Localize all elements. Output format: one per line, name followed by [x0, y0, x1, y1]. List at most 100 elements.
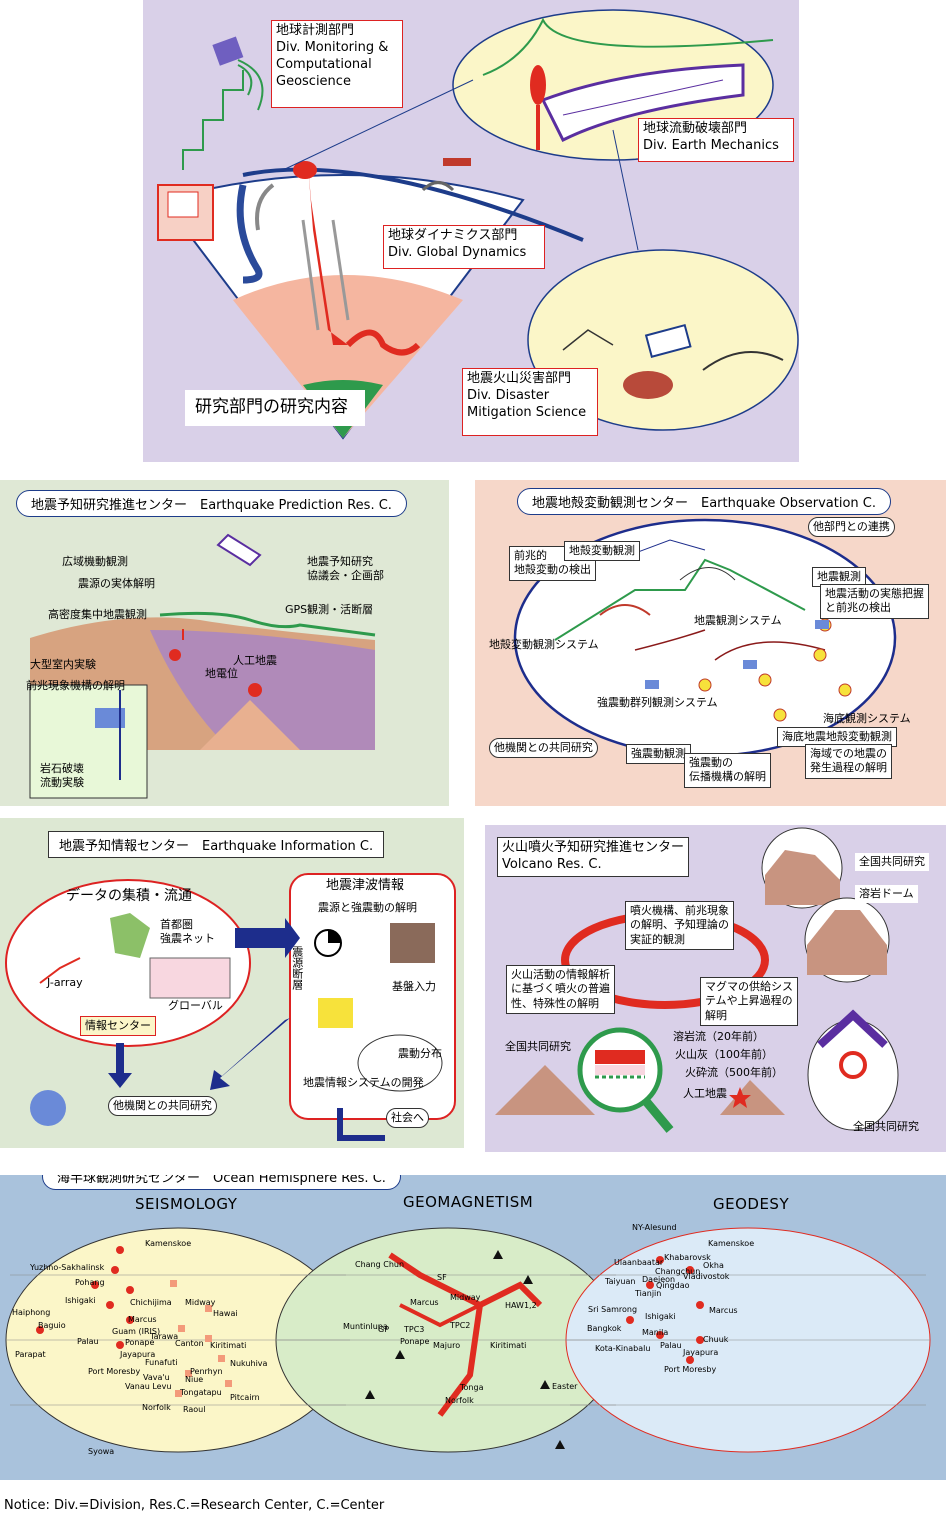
majuro-label: Majuro: [433, 1341, 461, 1350]
tsunami-heading: 地震津波情報: [326, 878, 405, 893]
seismic-activity-label: 地震活動の実態把握 と前兆の検出: [820, 584, 929, 619]
chichijima-label: Chichijima: [130, 1298, 172, 1307]
sri-samrong-label: Sri Samrong: [588, 1305, 638, 1314]
disaster-division-label: 地震火山災害部門 Div. Disaster Mitigation Scienc…: [462, 368, 598, 436]
observation-illustration: [513, 518, 897, 758]
easter-label: Easter: [552, 1382, 578, 1391]
chuuk-label: Chuuk: [703, 1335, 729, 1344]
marcus2-label: Marcus: [709, 1306, 738, 1315]
jayapura2-label: Jayapura: [683, 1348, 719, 1357]
jarray-label: J-array: [47, 976, 83, 989]
guam-label: Guam (IRIS): [112, 1327, 161, 1336]
ishigaki-label: Ishigaki: [65, 1296, 96, 1305]
port-moresby-label: Port Moresby: [88, 1367, 141, 1376]
ocean-maps: [5, 1227, 931, 1453]
dome-label: 溶岩ドーム: [855, 885, 918, 904]
gps-label: GPS観測・活断層: [285, 603, 374, 616]
nukuhiva-label: Nukuhiva: [230, 1359, 268, 1368]
tianjin-label: Tianjin: [635, 1289, 662, 1298]
ocean-obs-system-label: 海底観測システム: [823, 712, 911, 725]
prediction-illustration: [29, 533, 376, 799]
geodesy-map-title: GEODESY: [713, 1195, 790, 1213]
ponape2-label: Ponape: [400, 1337, 430, 1346]
volcano-illustration: [495, 827, 899, 1133]
joint3-label: 全国共同研究: [853, 1120, 919, 1133]
kiritimati2-label: Kiritimati: [490, 1341, 527, 1350]
precursor-deformation-label: 前兆的 地殻変動の検出: [509, 546, 596, 581]
tarawa-label: Tarawa: [150, 1332, 179, 1341]
haw-label: HAW1,2: [505, 1301, 537, 1310]
wide-mobile-obs-label: 広域機動観測: [62, 555, 128, 568]
seismology-map-title: SEISMOLOGY: [135, 1195, 238, 1213]
ash-label: 火山灰（100年前）: [675, 1048, 773, 1061]
prediction-title: 地震予知研究推進センター Earthquake Prediction Res. …: [16, 490, 407, 517]
strong-motion-propagation-label: 強震動の 伝播機構の解明: [684, 753, 771, 788]
geomag-sf-label: SF: [437, 1273, 447, 1282]
artificial-quake-label: 人工地震: [683, 1087, 727, 1100]
joint-label: 他機関との共同研究: [108, 1096, 217, 1117]
joint1-label: 全国共同研究: [855, 853, 929, 872]
seismic-system-label: 地震観測システム: [694, 614, 782, 627]
funafuti-label: Funafuti: [145, 1358, 178, 1367]
vladivostok-label: Vladivostok: [683, 1272, 730, 1281]
observation-center-panel: 地震地殻変動観測センター Earthquake Observation C. 他…: [475, 480, 946, 806]
system-label: 地震情報システムの開発: [303, 1076, 424, 1089]
research-division-panel: 地球計測部門 Div. Monitoring & Computational G…: [143, 0, 799, 462]
taiyuan-label: Taiyuan: [605, 1277, 636, 1286]
mechanism-label: 噴火機構、前兆現象 の解明、予知理論の 実証的観測: [625, 901, 734, 950]
gp-label: GP: [378, 1325, 390, 1334]
ocean-title: 海半球観測研究センター Ocean Hemisphere Res. C.: [42, 1175, 401, 1190]
chang-chun-label: Chang Chun: [355, 1260, 405, 1269]
kamenskoe-label: Kamenskoe: [145, 1239, 192, 1248]
tonga-label: Tonga: [460, 1383, 484, 1392]
shutoken-label: 首都圏 強震ネット: [160, 918, 215, 945]
information-center-panel: 地震予知情報センター Earthquake Information C. データ…: [0, 818, 464, 1148]
prediction-center-panel: 地震予知研究推進センター Earthquake Prediction Res. …: [0, 480, 449, 806]
other-divisions-label: 他部門との連携: [808, 517, 895, 538]
ishigaki2-label: Ishigaki: [645, 1312, 676, 1321]
tpc2-label: TPC2: [450, 1321, 471, 1330]
ocean-seismic-label: 海底地震地殻変動観測: [777, 727, 897, 748]
geopotential-label: 地電位: [205, 667, 238, 680]
input-label: 基盤入力: [392, 980, 436, 993]
information-illustration: [5, 873, 456, 1141]
global-label: グローバル: [168, 999, 223, 1012]
joint2-label: 全国共同研究: [505, 1040, 571, 1053]
geomag-midway-label: Midway: [450, 1293, 481, 1302]
deformation-obs-label: 地殻変動観測: [564, 541, 640, 562]
data-heading: データの集積・流通: [66, 888, 192, 904]
seismic-obs-label: 地震観測: [812, 567, 866, 588]
ulaanbaatar-label: Ulaanbaatar: [614, 1258, 664, 1267]
council-label: 地震予知研究 協議会・企画部: [307, 555, 384, 582]
joint-research-label: 他機関との共同研究: [489, 738, 598, 759]
ponape-label: Ponape: [125, 1338, 155, 1347]
vanau-label: Vanau Levu: [125, 1382, 172, 1391]
bangkok-label: Bangkok: [587, 1324, 622, 1333]
lava-label: 溶岩流（20年前）: [673, 1030, 764, 1043]
daejeon-label: Daejeon: [642, 1275, 676, 1284]
ny-alesund-label: NY-Alesund: [632, 1223, 677, 1232]
offshore-process-label: 海域での地震の 発生過程の解明: [805, 744, 892, 779]
tpc3-label: TPC3: [404, 1325, 425, 1334]
main-title: 研究部門の研究内容: [185, 390, 365, 426]
midway-label: Midway: [185, 1298, 216, 1307]
palau-label: Palau: [77, 1337, 99, 1346]
kiritimati-label: Kiritimati: [210, 1341, 247, 1350]
raoul-label: Raoul: [183, 1405, 206, 1414]
norfolk-label: Norfolk: [142, 1403, 171, 1412]
info-center-label: 情報センター: [80, 1016, 156, 1037]
manila-label: Manila: [642, 1328, 669, 1337]
precursor-label: 前兆現象機構の解明: [26, 679, 125, 692]
society-label: 社会へ: [386, 1108, 429, 1129]
yuzhno-label: Yuzhno-Sakhalinsk: [30, 1263, 105, 1272]
geomagnetism-map-title: GEOMAGNETISM: [403, 1193, 534, 1211]
strong-motion-array-label: 強震動群列観測システム: [597, 696, 718, 709]
muntinlupa-label: Muntinlupa: [343, 1322, 388, 1331]
rock-fracture-label: 岩石破壊 流動実験: [40, 762, 84, 789]
earth-mechanics-label: 地球流動破壊部門 Div. Earth Mechanics: [638, 118, 794, 162]
qingdao-label: Qingdao: [656, 1281, 690, 1290]
vavau-label: Vava'u: [143, 1373, 170, 1382]
haiphong-label: Haiphong: [12, 1308, 51, 1317]
observation-title: 地震地殻変動観測センター Earthquake Observation C.: [517, 488, 892, 515]
parapat-label: Parapat: [15, 1350, 46, 1359]
